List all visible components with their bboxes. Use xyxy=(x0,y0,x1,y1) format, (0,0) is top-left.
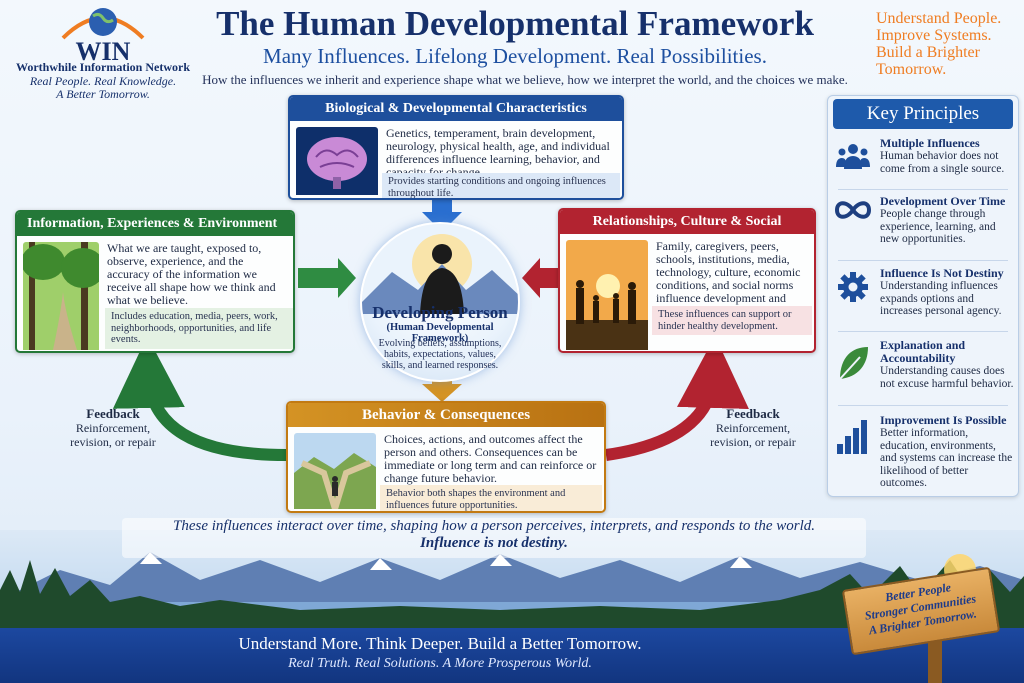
card-relationships-note: These influences can support or hinder h… xyxy=(652,306,812,335)
page-title: The Human Developmental Framework xyxy=(216,4,814,43)
divider xyxy=(838,331,1008,332)
slogan-line: Understand People. xyxy=(876,10,1002,27)
card-information-text: What we are taught, exposed to, observe,… xyxy=(107,241,276,307)
banner-line-1: These influences interact over time, sha… xyxy=(173,518,815,534)
top-right-slogan: Understand People. Improve Systems. Buil… xyxy=(876,10,1021,78)
logo-acronym: WIN xyxy=(76,37,131,62)
principle-desc: Human behavior does not come from a sing… xyxy=(880,150,1005,175)
arrow-rel-to-center xyxy=(522,258,558,298)
card-behavior: Behavior & Consequences Choices, actions… xyxy=(286,401,606,513)
principle-title: Influence Is Not Destiny xyxy=(880,266,1004,280)
logo-tagline-2: A Better Tomorrow. xyxy=(56,87,150,101)
principle-item: Improvement Is Possible Better informati… xyxy=(832,414,1014,490)
card-relationships: Relationships, Culture & Social Conditio… xyxy=(558,208,816,353)
card-information-note: Includes education, media, peers, work, … xyxy=(105,308,293,349)
card-biological-note: Provides starting conditions and ongoing… xyxy=(382,173,620,198)
feedback-right-label: Feedback Reinforcement, revision, or rep… xyxy=(688,406,818,450)
slogan-line: Improve Systems. xyxy=(876,27,992,44)
principle-desc: Understanding causes does not excuse har… xyxy=(880,365,1014,390)
feedback-right-title: Feedback xyxy=(726,406,780,421)
card-relationships-title: Relationships, Culture & Social Conditio… xyxy=(560,210,814,253)
footer: Understand More. Think Deeper. Build a B… xyxy=(0,628,1024,683)
divider xyxy=(838,405,1008,406)
people-icon xyxy=(832,137,874,175)
gear-icon xyxy=(832,267,874,318)
leaf-icon xyxy=(832,339,874,390)
feedback-left-title: Feedback xyxy=(86,406,140,421)
win-logo: WIN Worthwhile Information Network Real … xyxy=(8,4,198,114)
logo-tagline-1: Real People. Real Knowledge. xyxy=(29,74,177,88)
globe-icon: WIN xyxy=(61,8,145,62)
bottom-banner: These influences interact over time, sha… xyxy=(122,518,866,558)
feedback-left-label: Feedback Reinforcement, revision, or rep… xyxy=(48,406,178,450)
center-description: Evolving beliefs, assumptions, habits, e… xyxy=(378,338,502,371)
arrow-info-to-center xyxy=(298,258,356,298)
key-principles-title: Key Principles xyxy=(833,99,1013,129)
center-title: Developing Person xyxy=(372,303,508,322)
footer-line-2: Real Truth. Real Solutions. A More Prosp… xyxy=(288,656,592,671)
principle-item: Explanation and Accountability Understan… xyxy=(832,339,1014,390)
forest-path-image xyxy=(23,242,99,351)
principle-title: Development Over Time xyxy=(880,194,1006,208)
principle-title: Improvement Is Possible xyxy=(880,413,1007,427)
footer-line-1: Understand More. Think Deeper. Build a B… xyxy=(238,634,642,653)
divider xyxy=(838,189,1008,190)
banner-line-2: Influence is not destiny. xyxy=(420,535,568,551)
developing-person-circle xyxy=(360,222,520,382)
slogan-line: Build a Brighter xyxy=(876,44,980,61)
infinity-icon xyxy=(832,195,874,246)
page-subtitle: Many Influences. Lifelong Development. R… xyxy=(263,44,767,68)
feedback-left-line2: revision, or repair xyxy=(70,435,156,449)
feedback-arrow-left xyxy=(112,336,287,461)
card-behavior-title: Behavior & Consequences xyxy=(288,403,604,427)
sign-post xyxy=(928,636,942,683)
principle-title: Explanation and Accountability xyxy=(880,338,966,365)
feedback-left-line1: Reinforcement, xyxy=(75,421,151,435)
card-biological: Biological & Developmental Characteristi… xyxy=(288,95,624,200)
principle-item: Influence Is Not Destiny Understanding i… xyxy=(832,267,1014,318)
principle-title: Multiple Influences xyxy=(880,136,980,150)
principle-desc: Better information, education, environme… xyxy=(880,427,1013,489)
principle-item: Multiple Influences Human behavior does … xyxy=(832,137,1014,175)
card-behavior-text: Choices, actions, and outcomes affect th… xyxy=(384,432,597,485)
brain-image xyxy=(296,127,378,198)
card-relationships-text: Family, caregivers, peers, schools, inst… xyxy=(656,239,801,318)
center-subtitle: (Human Developmental Framework) xyxy=(386,322,494,344)
divider xyxy=(838,260,1008,261)
feedback-arrow-right xyxy=(605,336,749,461)
page-description: How the influences we inherit and experi… xyxy=(202,72,848,87)
slogan-line: Tomorrow. xyxy=(876,61,947,78)
feedback-right-line1: Reinforcement, xyxy=(715,421,791,435)
card-information: Information, Experiences & Environment W… xyxy=(15,210,295,353)
arrow-bio-to-center xyxy=(422,200,462,232)
principle-desc: People change through experience, learni… xyxy=(880,208,996,245)
logo-org-name: Worthwhile Information Network xyxy=(16,60,190,74)
principle-item: Development Over Time People change thro… xyxy=(832,195,1014,246)
feedback-right-line2: revision, or repair xyxy=(710,435,796,449)
crossroads-image xyxy=(294,433,376,511)
card-information-title: Information, Experiences & Environment xyxy=(17,212,293,236)
family-sunset-image xyxy=(566,240,648,351)
principle-desc: Understanding influences expands options… xyxy=(880,280,1002,317)
bar-chart-icon xyxy=(832,414,874,490)
card-behavior-note: Behavior both shapes the environment and… xyxy=(380,485,602,511)
card-biological-title: Biological & Developmental Characteristi… xyxy=(290,97,622,121)
